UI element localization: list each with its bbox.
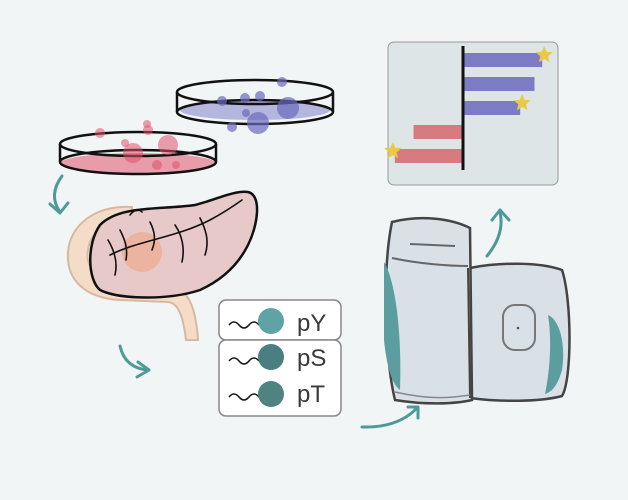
pS-phosphate (258, 344, 284, 370)
chart-bar-positive (463, 77, 535, 91)
red-cell (152, 160, 162, 170)
chart-bar-positive (463, 53, 543, 67)
red-cell (172, 161, 180, 169)
blue-cell (255, 91, 265, 101)
blue-cell (217, 96, 227, 106)
blue-cell (277, 97, 299, 119)
red-cell (123, 143, 143, 163)
red-cell (121, 139, 129, 147)
pT-label: pT (297, 381, 325, 408)
blue-cell-dish (175, 77, 335, 134)
instrument-top-band (391, 257, 469, 267)
red-cell (95, 128, 105, 138)
arrow-tissue-to-mods (118, 344, 151, 379)
blue-cell (240, 93, 250, 103)
arrow-instrument-to-chart (485, 208, 511, 258)
blue-cell (247, 112, 269, 134)
arrow-mods-to-instrument (360, 405, 420, 429)
modification-panel: pY pS pT (218, 299, 342, 417)
significance-star-icon (384, 142, 402, 159)
instrument-right-window (502, 304, 536, 351)
chart-bar-negative (413, 125, 463, 139)
blue-cell (277, 77, 287, 87)
red-cell (158, 135, 178, 155)
instrument-right-unit (468, 262, 571, 403)
pS-label: pS (297, 345, 326, 372)
pancreas-body (89, 190, 259, 299)
tumor-region (122, 232, 162, 272)
instrument-window-dot (516, 326, 520, 330)
mass-spectrometer (384, 216, 571, 405)
significance-star-icon (513, 94, 531, 111)
significance-star-icon (535, 46, 553, 63)
pY-squiggle (228, 321, 260, 329)
results-chart-panel (384, 41, 559, 186)
blue-cell (227, 122, 237, 132)
blue-cell (242, 109, 250, 117)
chart-bar-negative (394, 149, 463, 163)
chart-bars (384, 46, 553, 163)
pY-phosphate (258, 308, 284, 334)
pancreas-ducts (107, 199, 243, 276)
pT-phosphate (258, 381, 284, 407)
pancreas-tissue (66, 190, 259, 341)
arrow-dish-to-tissue (48, 174, 70, 215)
red-cell-dish (58, 120, 218, 176)
instrument-left-teal (384, 262, 401, 390)
pT-squiggle (228, 393, 260, 401)
pY-label: pY (297, 310, 326, 337)
red-cell (143, 120, 151, 128)
instrument-seam (467, 267, 471, 399)
pS-squiggle (228, 357, 260, 365)
chart-bar-positive (463, 101, 521, 115)
instrument-top-lid (409, 243, 456, 247)
instrument-base (394, 391, 471, 399)
instrument-right-teal (545, 315, 564, 394)
